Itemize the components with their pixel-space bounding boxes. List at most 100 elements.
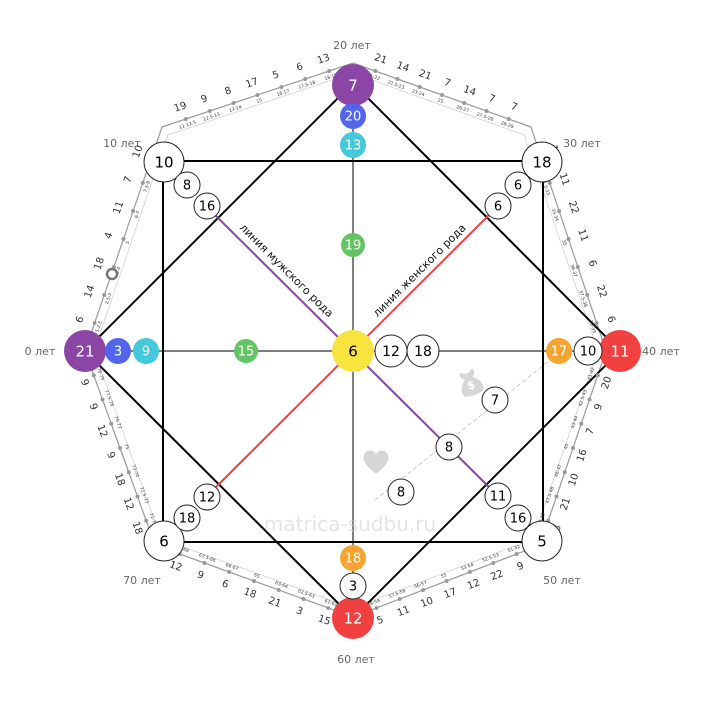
- ring-number: 9: [200, 93, 210, 105]
- ring-dot: [547, 181, 552, 185]
- node-br-b: 16: [504, 504, 532, 532]
- ring-dot: [207, 109, 212, 113]
- node-center: 6: [332, 330, 374, 372]
- node-bottom-b: 3: [339, 572, 367, 600]
- current-age-marker: [105, 267, 119, 281]
- ring-age-range: 21-22: [366, 72, 380, 82]
- node-circle: [332, 64, 374, 106]
- ring-dot: [557, 209, 562, 213]
- node-top-d: 19: [341, 233, 365, 257]
- ring-age-range: 11-12.5: [179, 120, 198, 131]
- node-circle: [387, 478, 415, 506]
- node-circle: [406, 334, 440, 368]
- ring-number: 11: [575, 228, 589, 244]
- node-value: 17: [551, 345, 568, 360]
- heart-icon: [363, 450, 389, 474]
- ring-number: 21: [417, 68, 433, 83]
- ring-dot: [140, 181, 145, 185]
- node-circle: [481, 386, 509, 414]
- ring-age-range: 58-59: [367, 598, 381, 608]
- node-bottom: 12: [332, 597, 374, 639]
- ring-age-range: 36-37: [569, 264, 579, 278]
- node-value: 6: [159, 532, 169, 550]
- ring-age-range: 71-72: [148, 512, 158, 526]
- ring-age-range: 18-19: [324, 72, 338, 82]
- ring-dot: [326, 606, 331, 610]
- ring-number: 11: [396, 604, 412, 619]
- ring-number: 14: [462, 84, 478, 99]
- ring-number: 11: [112, 200, 127, 216]
- ring-number: 7: [442, 77, 452, 90]
- ring-age-range: 28-29: [500, 120, 514, 130]
- node-value: 6: [514, 179, 522, 194]
- node-value: 21: [75, 342, 94, 360]
- node-value: 16: [510, 512, 527, 527]
- node-value: 3: [114, 345, 122, 360]
- svg-text:$: $: [465, 378, 477, 393]
- node-circle: [546, 338, 572, 364]
- node-circle: [173, 171, 201, 199]
- ring-number: 10: [131, 144, 146, 160]
- ring-number: 9: [104, 451, 117, 461]
- node-love-1: 8: [387, 478, 415, 506]
- ring-age-range: 17.5-18: [298, 80, 317, 91]
- ring-dot: [587, 397, 592, 402]
- node-value: 13: [345, 139, 362, 154]
- ring-age-range: 15: [256, 97, 263, 105]
- ring-dot: [252, 579, 256, 583]
- ring-dot: [91, 373, 96, 378]
- ring-number: 6: [586, 259, 598, 269]
- node-circle: [332, 597, 374, 639]
- age-label-20: 20 лет: [333, 39, 371, 52]
- ring-number: 14: [395, 60, 411, 75]
- node-tl-b: 8: [173, 171, 201, 199]
- node-circle: [340, 132, 366, 158]
- ring-dot: [121, 237, 126, 241]
- ring-number: 6: [220, 578, 230, 591]
- ring-number: 18: [129, 520, 144, 536]
- ring-number: 9: [593, 402, 605, 412]
- ring-age-range: 5: [125, 240, 132, 245]
- node-value: 11: [610, 342, 629, 360]
- node-tr-c: 6: [484, 192, 512, 220]
- node-value: 7: [348, 76, 358, 94]
- ring-dot: [255, 93, 260, 97]
- ring-dot: [373, 69, 378, 73]
- ring-dot: [397, 597, 402, 601]
- ring-age-range: 73-74: [130, 464, 140, 478]
- node-value: 18: [414, 344, 432, 360]
- ring-dot: [595, 373, 600, 378]
- node-circle: [193, 483, 221, 511]
- ring-number: 9: [516, 560, 526, 573]
- ring-age-range: 35: [560, 239, 568, 246]
- ring-dot: [144, 518, 149, 523]
- node-circle: [521, 520, 563, 562]
- ring-dot: [126, 470, 131, 475]
- node-bl: 6: [143, 520, 185, 562]
- ring-number: 6: [295, 61, 305, 73]
- node-value: 18: [532, 153, 551, 171]
- ring-age-range: 6-7: [134, 210, 142, 219]
- ring-number: 21: [373, 52, 389, 67]
- ring-age-range: 63-64: [274, 580, 288, 590]
- ring-dot: [562, 470, 567, 475]
- ring-dot: [279, 85, 284, 89]
- ring-dot: [571, 446, 575, 450]
- node-circle: [339, 572, 367, 600]
- ring-age-range: 32.5-33: [540, 178, 551, 197]
- node-left-c: 9: [133, 338, 159, 364]
- ring-dot: [327, 69, 332, 73]
- node-circle: [435, 433, 463, 461]
- ring-dot: [92, 321, 97, 325]
- age-label-70: 70 лет: [123, 574, 161, 587]
- node-value: 19: [345, 239, 362, 254]
- watermark: matrica-sudbu.ru: [264, 512, 436, 536]
- ring-age-range: 16-17: [276, 88, 290, 98]
- ring-age-range: 52.5-53: [481, 552, 499, 564]
- ring-age-range: 45: [563, 443, 571, 450]
- node-value: 7: [491, 394, 499, 409]
- node-circle: [573, 336, 603, 366]
- node-bottom-c: 18: [340, 545, 366, 571]
- ring-number: 18: [242, 586, 258, 601]
